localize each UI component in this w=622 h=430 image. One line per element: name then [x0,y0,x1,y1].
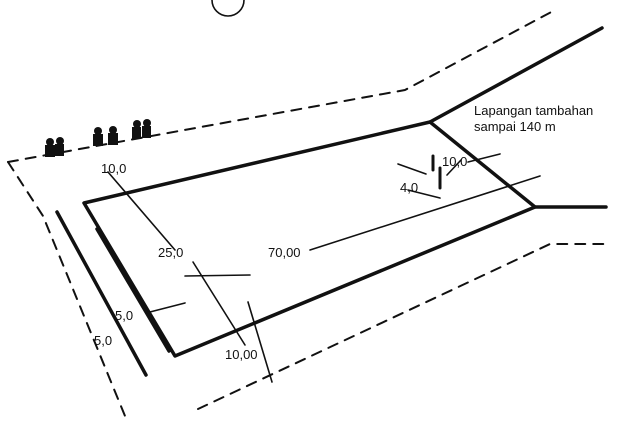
goal-width-label: 4,0 [400,180,419,195]
note-line2: sampai 140 m [474,119,556,134]
side-margin-outer-label: 5,0 [94,333,113,348]
top-end-margin-label: 10,0 [101,161,127,176]
side-margin-inner-label: 5,0 [115,308,134,323]
end-depth-label: 25,0 [158,245,184,260]
note-line1: Lapangan tambahan [474,103,594,118]
dimension-lines [107,153,541,383]
spectator-figures [45,119,151,157]
field-length-label: 70,00 [268,245,301,260]
goal-symbol [431,154,442,190]
bottom-width-label: 10,00 [225,347,258,362]
top-circle-fragment [211,0,245,17]
sideline-marker-outer [55,210,148,377]
extension-upper-edge [428,26,604,124]
sideline-marker-inner [95,227,171,353]
right-margin-label: 10,0 [442,154,468,169]
